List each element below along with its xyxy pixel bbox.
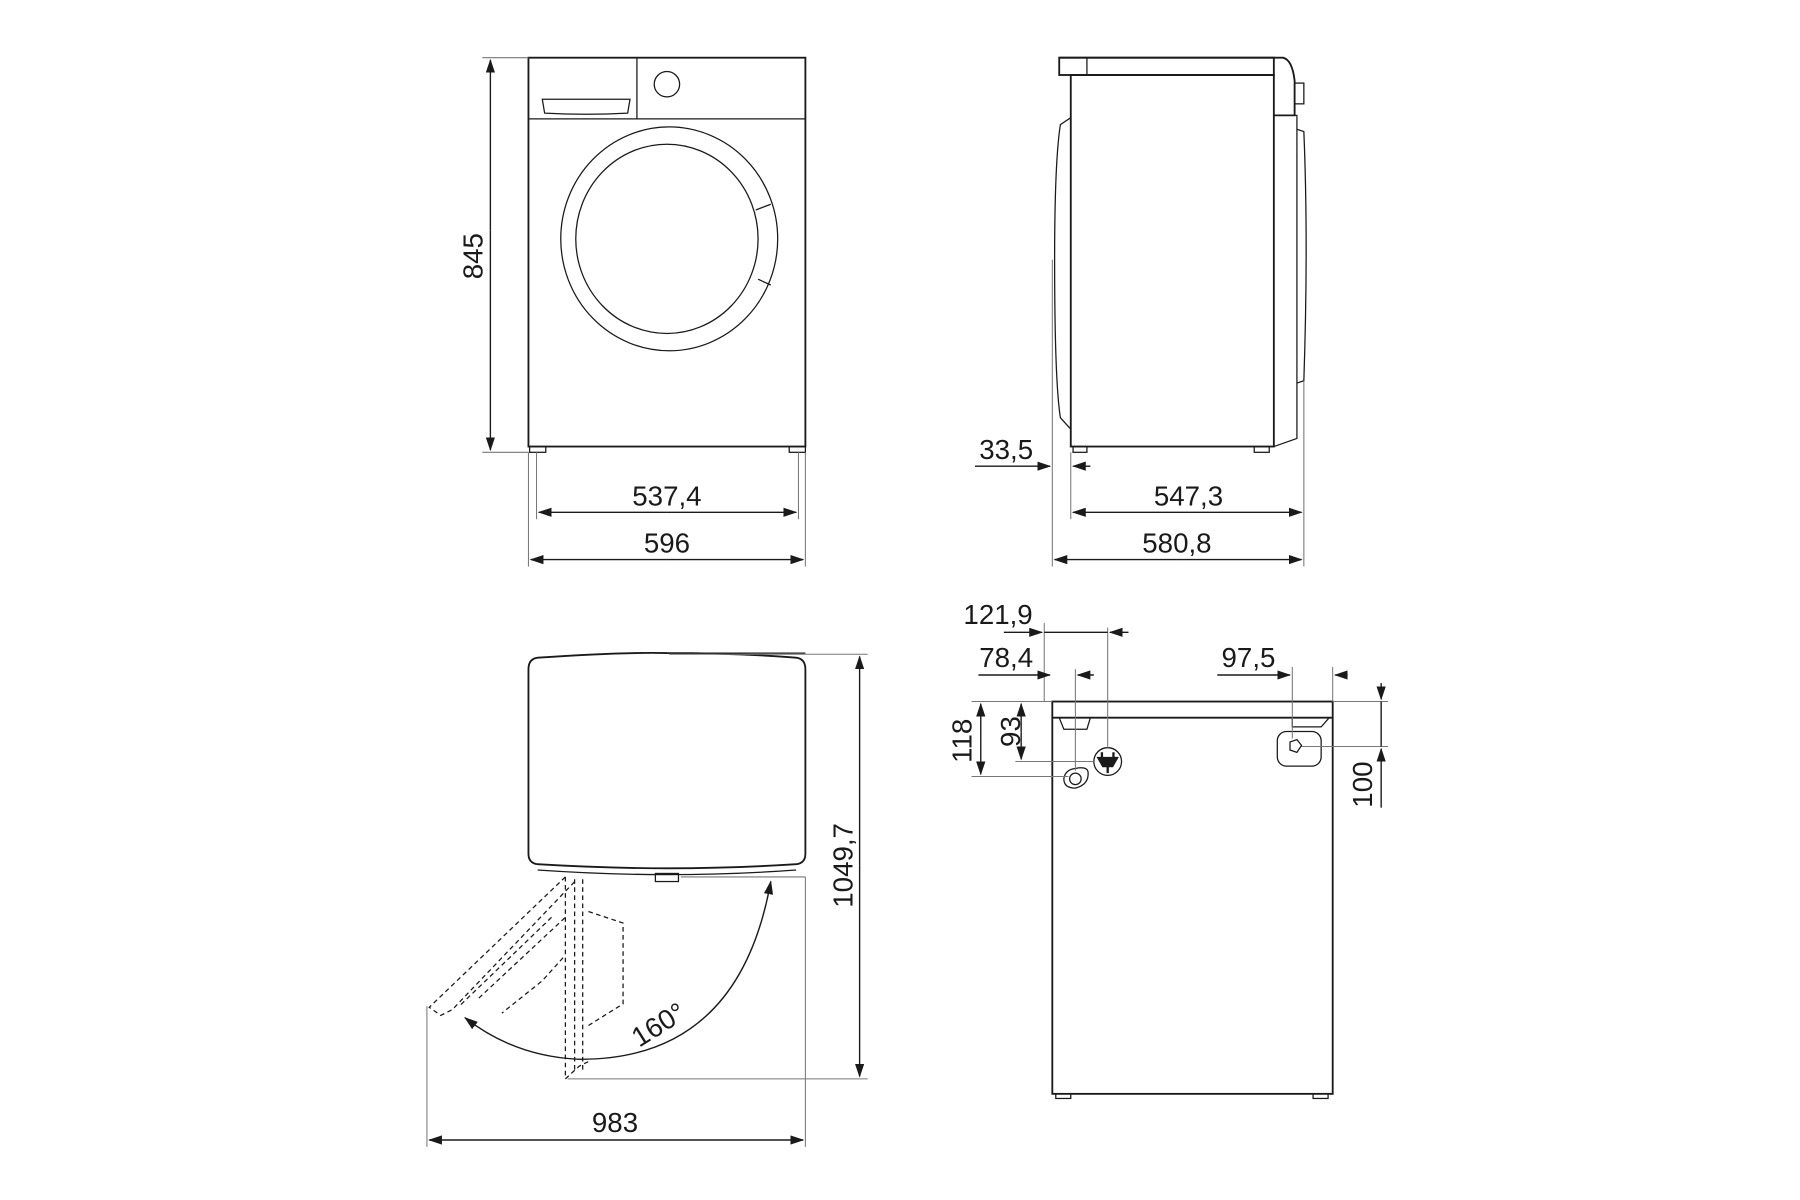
dim-width: 596 <box>644 528 690 559</box>
dim-drain-offset: 78,4 <box>979 642 1033 673</box>
dim-plug-offset: 121,9 <box>963 599 1032 630</box>
rear-view: 121,9 78,4 97,5 118 93 100 <box>947 599 1389 1100</box>
top-view: 160° 1049,7 983 <box>426 651 868 1147</box>
door-handle <box>755 203 772 286</box>
detergent-drawer <box>541 98 631 115</box>
drain-hose-icon <box>1063 767 1089 789</box>
power-plug-icon <box>1093 747 1123 777</box>
dim-depth-total: 580,8 <box>1142 528 1211 559</box>
dim-door-open-depth: 1049,7 <box>828 823 859 908</box>
dim-depth-body: 547,3 <box>1154 480 1223 511</box>
dim-door-angle: 160° <box>626 996 691 1053</box>
dim-plug-height: 93 <box>995 716 1026 747</box>
door-inner <box>575 143 759 335</box>
dim-height: 845 <box>457 233 488 279</box>
door-outer <box>560 126 779 352</box>
front-view: 845 537,4 596 <box>457 56 807 567</box>
water-inlet-icon <box>1276 717 1330 767</box>
dim-inlet-height: 100 <box>1347 762 1378 808</box>
program-knob <box>653 70 681 98</box>
dim-back-offset: 33,5 <box>979 434 1033 465</box>
dim-feet-width: 537,4 <box>632 480 701 511</box>
dim-inlet-offset: 97,5 <box>1222 642 1276 673</box>
dim-drain-height: 118 <box>947 719 978 763</box>
dim-door-open-width: 983 <box>592 1107 638 1138</box>
side-view: 33,5 547,3 580,8 <box>974 56 1307 567</box>
